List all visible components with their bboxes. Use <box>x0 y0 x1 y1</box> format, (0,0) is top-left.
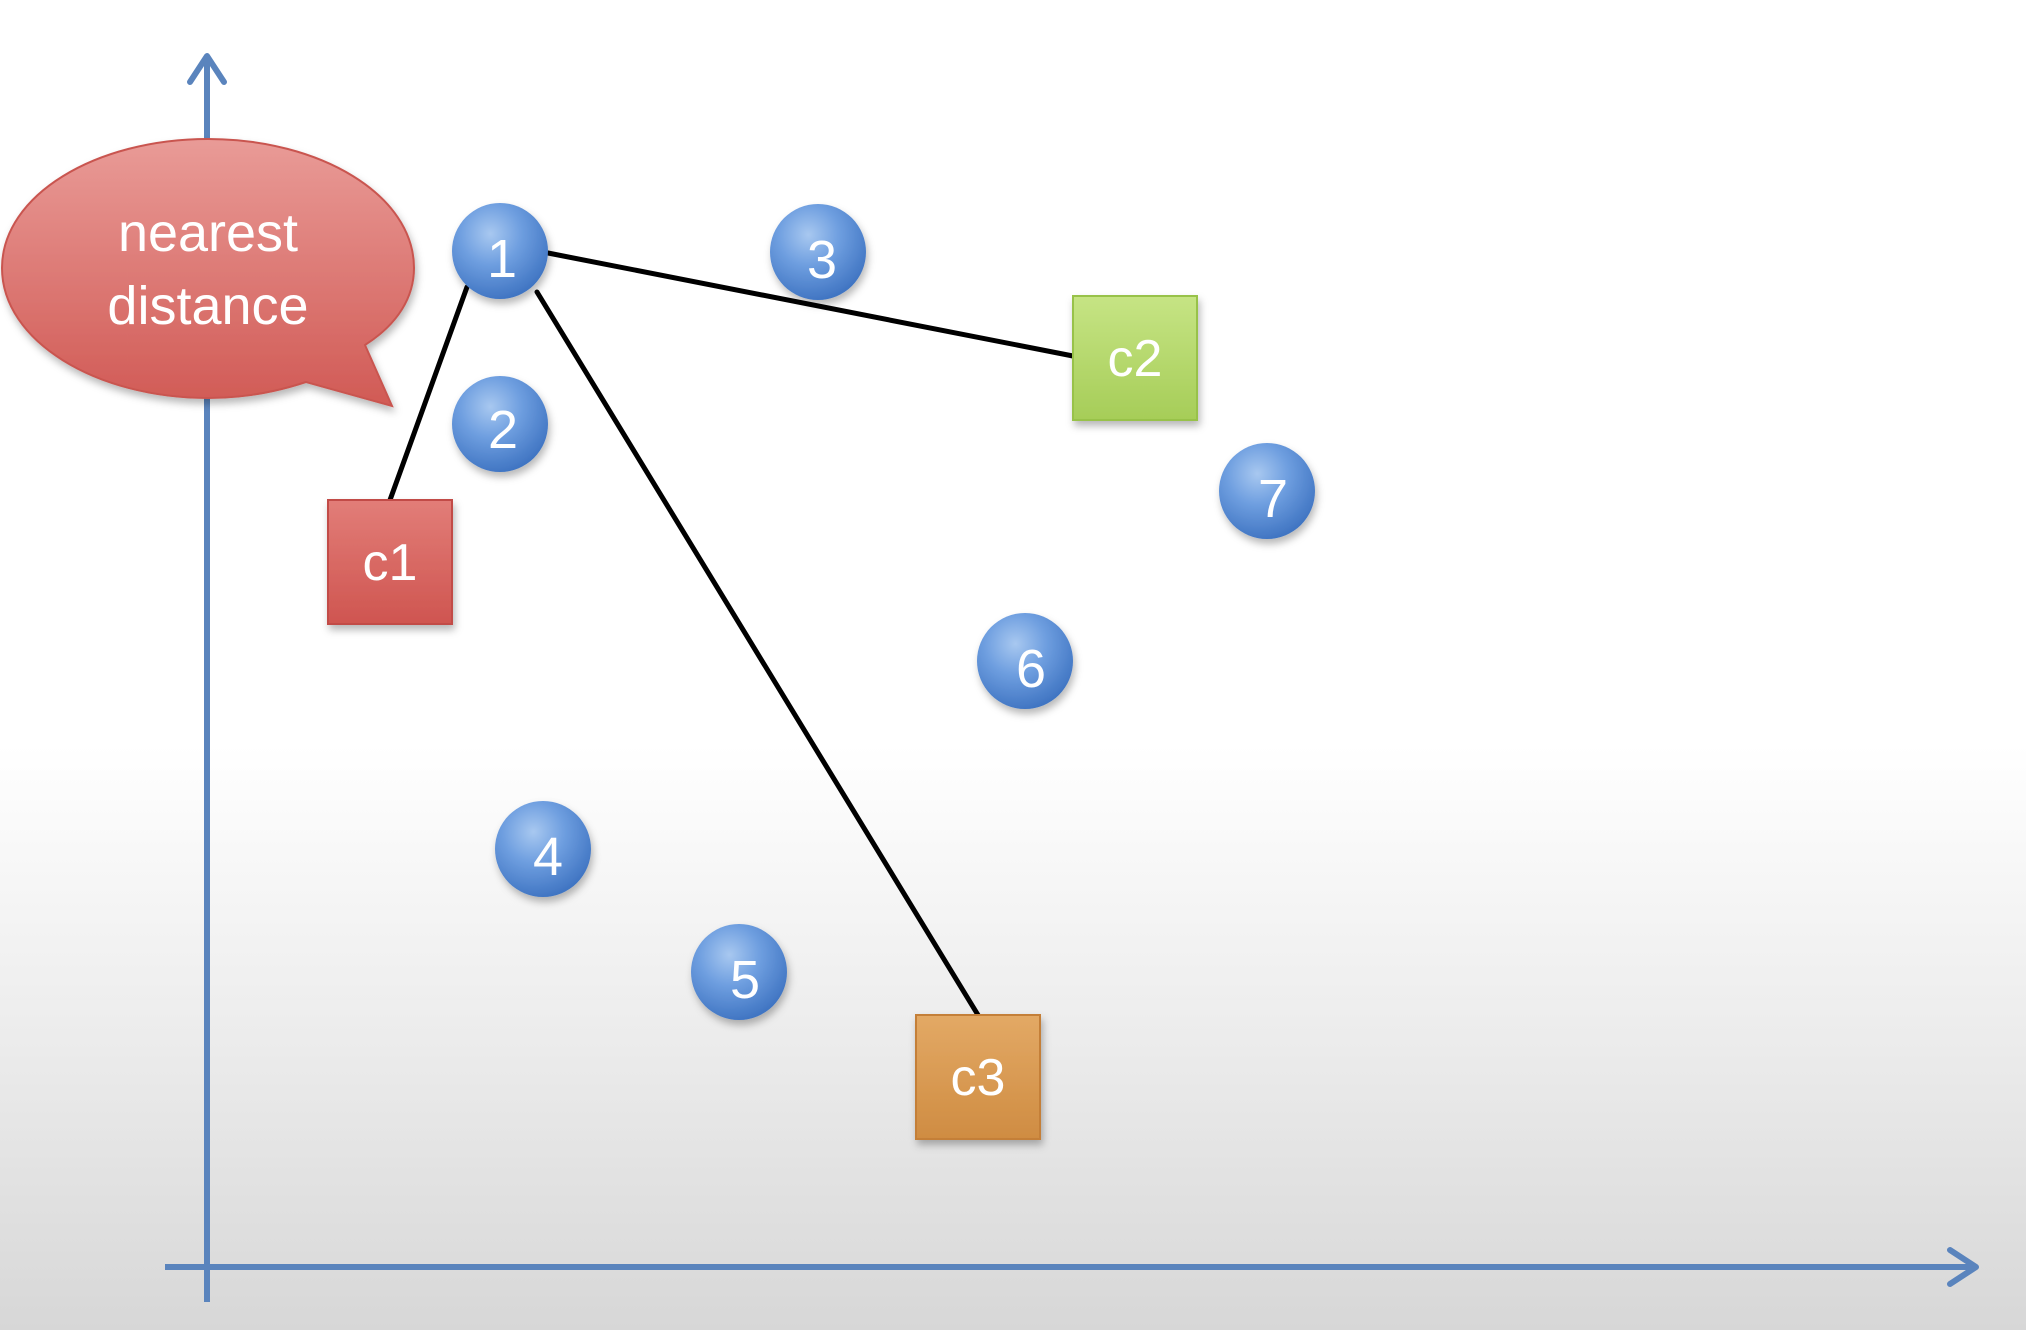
data-point-1-label: 1 <box>487 229 517 289</box>
data-point-4: 4 <box>495 801 591 897</box>
data-point-5-label: 5 <box>730 950 760 1010</box>
y-axis-arrowhead <box>187 53 227 85</box>
data-point-5-marker <box>691 924 787 1020</box>
data-point-5: 5 <box>691 924 787 1020</box>
x-axis-arrowhead <box>1947 1247 1979 1287</box>
data-point-3-label: 3 <box>807 230 837 290</box>
data-point-2: 2 <box>452 376 548 472</box>
centroid-c2-box <box>1072 295 1198 421</box>
data-point-6-label: 6 <box>1016 639 1046 699</box>
data-point-7-marker <box>1219 443 1315 539</box>
data-point-2-label: 2 <box>488 400 518 460</box>
data-point-4-label: 4 <box>533 827 563 887</box>
distance-line-1-to-c3 <box>534 289 981 1018</box>
distance-lines <box>387 250 1076 1018</box>
centroid-c3-box <box>915 1014 1041 1140</box>
axes <box>165 53 1979 1302</box>
distance-line-1-to-c1 <box>387 284 470 503</box>
centroid-c3-label: c3 <box>951 1049 1006 1107</box>
data-point-3-marker <box>770 204 866 300</box>
callout-line-1: nearest <box>118 203 298 263</box>
callout-bubble-shape <box>0 137 416 408</box>
data-point-6-marker <box>977 613 1073 709</box>
callout-line-2: distance <box>107 276 308 336</box>
centroid-c1: c1 <box>327 499 453 625</box>
data-point-6: 6 <box>977 613 1073 709</box>
data-point-3: 3 <box>770 204 866 300</box>
data-point-4-marker <box>495 801 591 897</box>
data-point-1-marker <box>452 203 548 299</box>
data-point-7-label: 7 <box>1258 469 1288 529</box>
nearest-distance-callout: nearest distance <box>0 137 416 408</box>
centroid-c1-box <box>327 499 453 625</box>
centroid-c2-label: c2 <box>1108 330 1163 388</box>
centroid-c2: c2 <box>1072 295 1198 421</box>
data-point-1: 1 <box>452 203 548 299</box>
centroid-c3: c3 <box>915 1014 1041 1140</box>
centroids: c1 c2 c3 <box>327 295 1198 1140</box>
data-point-7: 7 <box>1219 443 1315 539</box>
data-point-2-marker <box>452 376 548 472</box>
distance-line-1-to-c2 <box>545 250 1076 359</box>
centroid-c1-label: c1 <box>363 534 418 592</box>
data-points: 1 2 3 4 5 6 7 <box>452 203 1315 1020</box>
